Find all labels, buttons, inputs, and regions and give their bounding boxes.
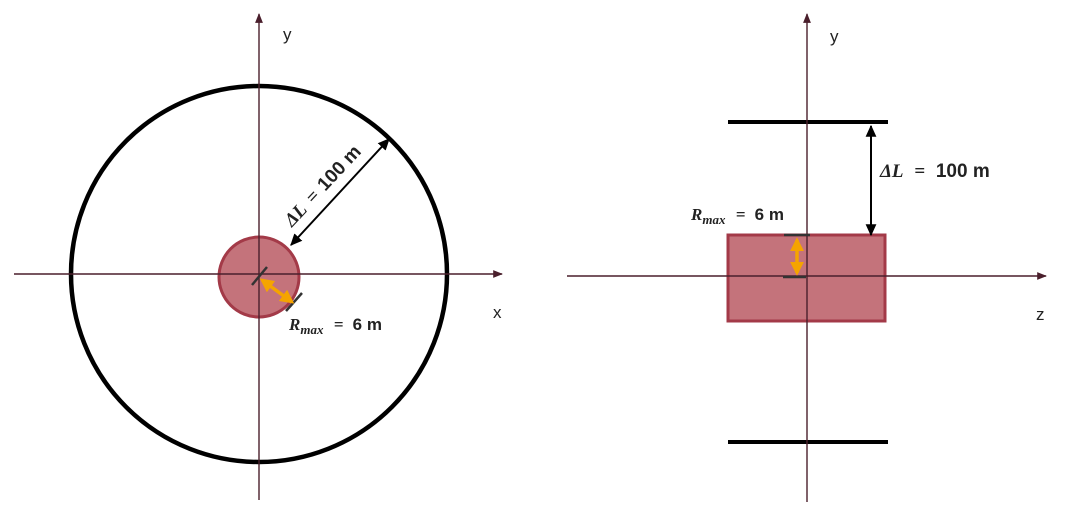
right-delta-l-value: 100 m bbox=[936, 161, 990, 182]
right-y-axis-label: y bbox=[830, 27, 839, 46]
right-rmax-symbol: R bbox=[690, 205, 702, 224]
left-y-axis-label: y bbox=[283, 25, 292, 44]
left-delta-l-label: ΔL = 100 m bbox=[280, 142, 366, 232]
left-delta-l-value: 100 m bbox=[314, 142, 366, 196]
right-view: y z ΔL = 100 m Rmax = 6 m bbox=[567, 13, 1047, 502]
right-rmax-value: 6 m bbox=[755, 205, 784, 224]
svg-text:ΔL = 100 m: ΔL = 100 m bbox=[280, 142, 366, 232]
right-delta-l-label: ΔL = 100 m bbox=[879, 161, 990, 182]
left-x-axis-label: x bbox=[493, 303, 502, 322]
left-view: y x ΔL = 100 m Rmax = 6 m bbox=[14, 13, 503, 500]
left-rmax-equals: = bbox=[334, 315, 344, 334]
left-rmax-label: Rmax = 6 m bbox=[288, 315, 382, 338]
left-rmax-subscript: max bbox=[300, 322, 324, 337]
right-delta-l-equals: = bbox=[914, 161, 925, 182]
left-rmax-arrow bbox=[259, 278, 295, 304]
right-z-axis-label: z bbox=[1036, 305, 1045, 324]
right-rmax-equals: = bbox=[736, 205, 746, 224]
right-rmax-label: Rmax = 6 m bbox=[690, 205, 784, 228]
left-center-tick bbox=[251, 266, 268, 286]
right-rmax-subscript: max bbox=[702, 212, 726, 227]
left-delta-l-arrow bbox=[290, 138, 390, 246]
left-delta-l-equals: = bbox=[302, 186, 325, 208]
right-delta-l-symbol: ΔL bbox=[879, 161, 904, 182]
left-rmax-symbol: R bbox=[288, 315, 300, 334]
left-rmax-value: 6 m bbox=[353, 315, 382, 334]
